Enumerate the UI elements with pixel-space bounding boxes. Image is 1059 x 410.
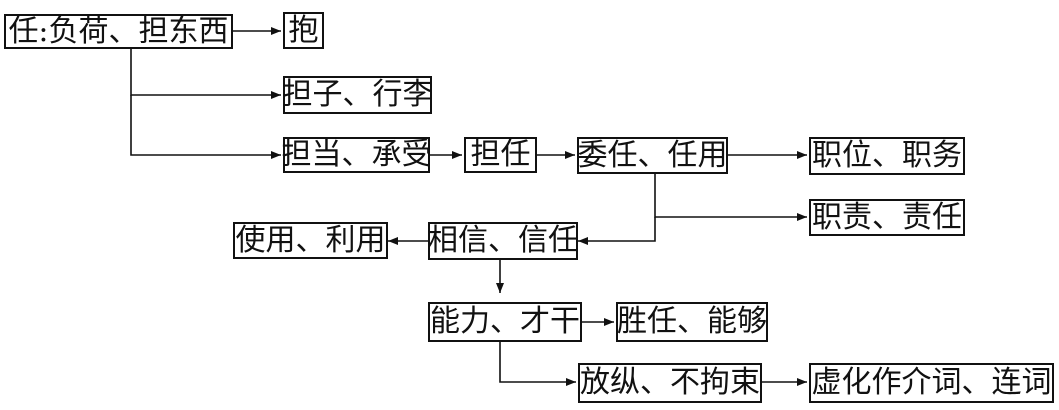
arrow-appoint-to-trust bbox=[578, 217, 656, 245]
node-conjunction: 虚化作介词、连词 bbox=[809, 363, 1054, 403]
node-responsibility: 职责、责任 bbox=[809, 199, 965, 236]
node-root: 任:负荷、担东西 bbox=[4, 14, 233, 49]
node-assume: 担任 bbox=[464, 137, 537, 173]
node-undertake: 担当、承受 bbox=[281, 137, 432, 173]
node-post: 职位、职务 bbox=[809, 137, 965, 175]
node-use: 使用、利用 bbox=[233, 222, 388, 259]
arrow-appoint-to-responsibility bbox=[654, 174, 807, 221]
arrow-ability-to-indulge bbox=[499, 342, 576, 386]
node-appoint: 委任、任用 bbox=[577, 137, 728, 174]
node-trust: 相信、信任 bbox=[428, 222, 578, 260]
arrow-root-to-undertake bbox=[130, 95, 281, 159]
node-burden: 担子、行李 bbox=[282, 76, 433, 114]
node-ability: 能力、才干 bbox=[428, 302, 582, 342]
arrow-root-to-burden bbox=[130, 48, 281, 99]
node-competent: 胜任、能够 bbox=[616, 302, 768, 342]
node-indulge: 放纵、不拘束 bbox=[578, 363, 762, 403]
node-hold: 抱 bbox=[283, 12, 324, 49]
